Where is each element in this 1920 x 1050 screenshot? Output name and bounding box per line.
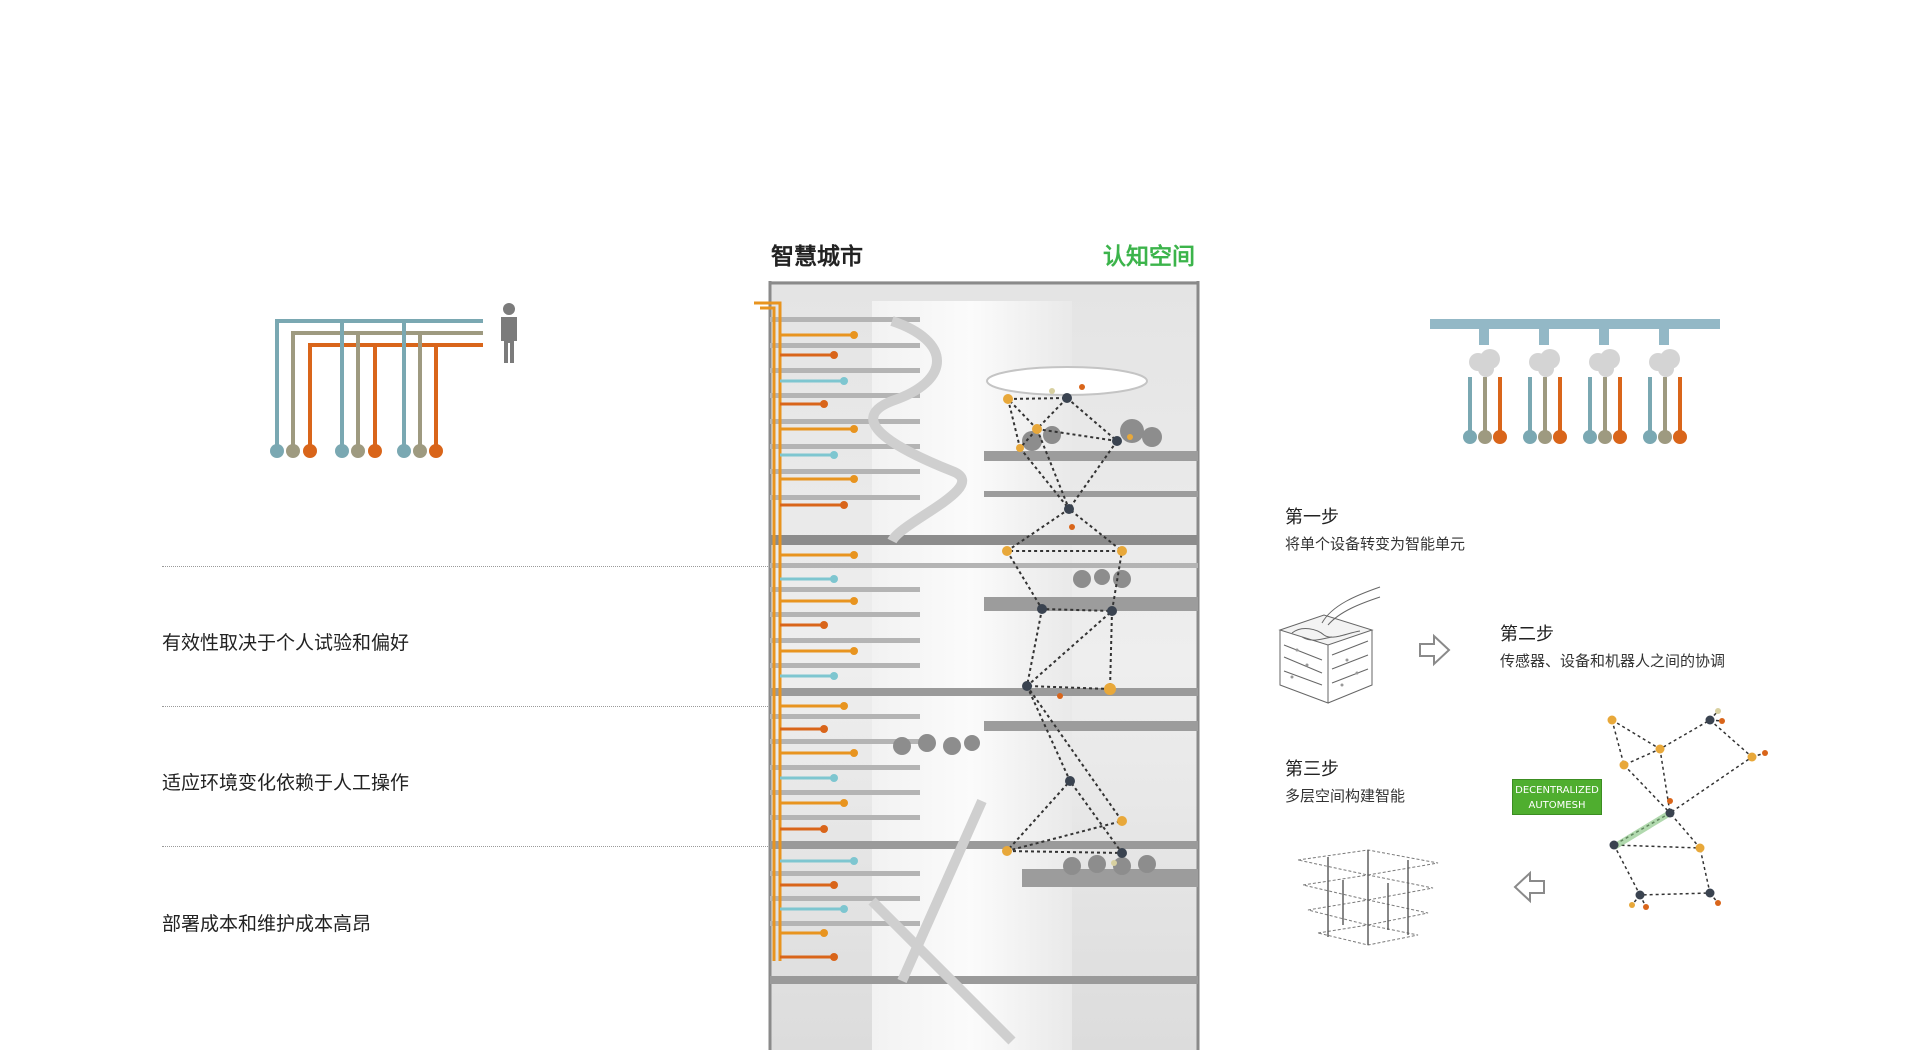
step-1-desc: 将单个设备转变为智能单元 [1285,535,1466,553]
badge-line-2: AUTOMESH [1528,800,1586,811]
vegetation [893,419,1162,875]
arrow-left-icon [1513,870,1545,904]
centralized-network-diagram [270,303,517,458]
canopy-platform [986,366,1148,396]
step-1-title: 第一步 [1285,507,1339,528]
person-icon [501,303,517,363]
mesh-nodes [1002,384,1133,866]
building-section-illustration [754,281,1200,1050]
step-3-desc: 多层空间构建智能 [1285,787,1406,805]
arrow-right-icon [1419,633,1451,667]
divider-1 [162,566,768,567]
device-nodes [270,444,443,458]
statement-adaptation: 适应环境变化依赖于人工操作 [162,772,410,794]
cognitive-space-title: 认知空间 [1103,244,1195,270]
step-2-desc: 传感器、设备和机器人之间的协调 [1500,652,1726,670]
step-2-title: 第二步 [1500,624,1554,645]
cloud-connected-devices [1430,319,1720,444]
right-terraces [984,451,1198,887]
skin-sensor-cube-icon [1278,586,1381,704]
wired-sensor-lines [754,301,782,961]
statement-cost: 部署成本和维护成本高昂 [162,913,372,935]
atrium-stair [868,316,1016,1045]
decentralized-automesh-badge: DECENTRALIZED AUTOMESH [1512,779,1602,815]
divider-2 [162,706,768,707]
divider-3 [162,846,768,847]
step-3-title: 第三步 [1285,759,1339,780]
decentralized-mesh-diagram [1607,708,1768,910]
wired-connections [275,319,483,450]
floor-slabs [770,317,1198,984]
wired-taps [780,331,858,961]
cloud-icon [1469,349,1680,377]
badge-line-1: DECENTRALIZED [1515,785,1599,796]
statement-effectiveness: 有效性取决于个人试验和偏好 [162,632,410,654]
smart-city-title: 智慧城市 [771,244,863,270]
layered-structure-icon [1297,849,1439,946]
